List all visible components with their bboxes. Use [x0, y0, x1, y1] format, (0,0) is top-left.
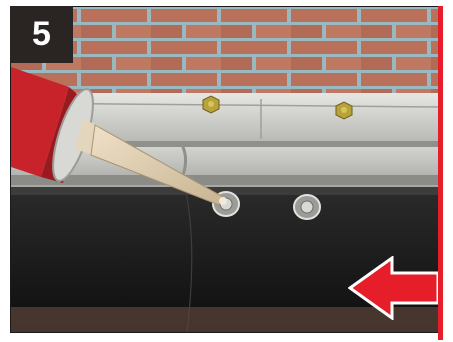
brick-wall	[11, 7, 439, 107]
bolt-icon	[336, 102, 352, 119]
bolt-icon	[203, 96, 219, 113]
step-number-badge: 5	[10, 6, 73, 63]
washer-screw-icon	[294, 195, 320, 219]
arrow-left-icon	[348, 256, 438, 320]
accent-edge-bar	[438, 6, 443, 340]
